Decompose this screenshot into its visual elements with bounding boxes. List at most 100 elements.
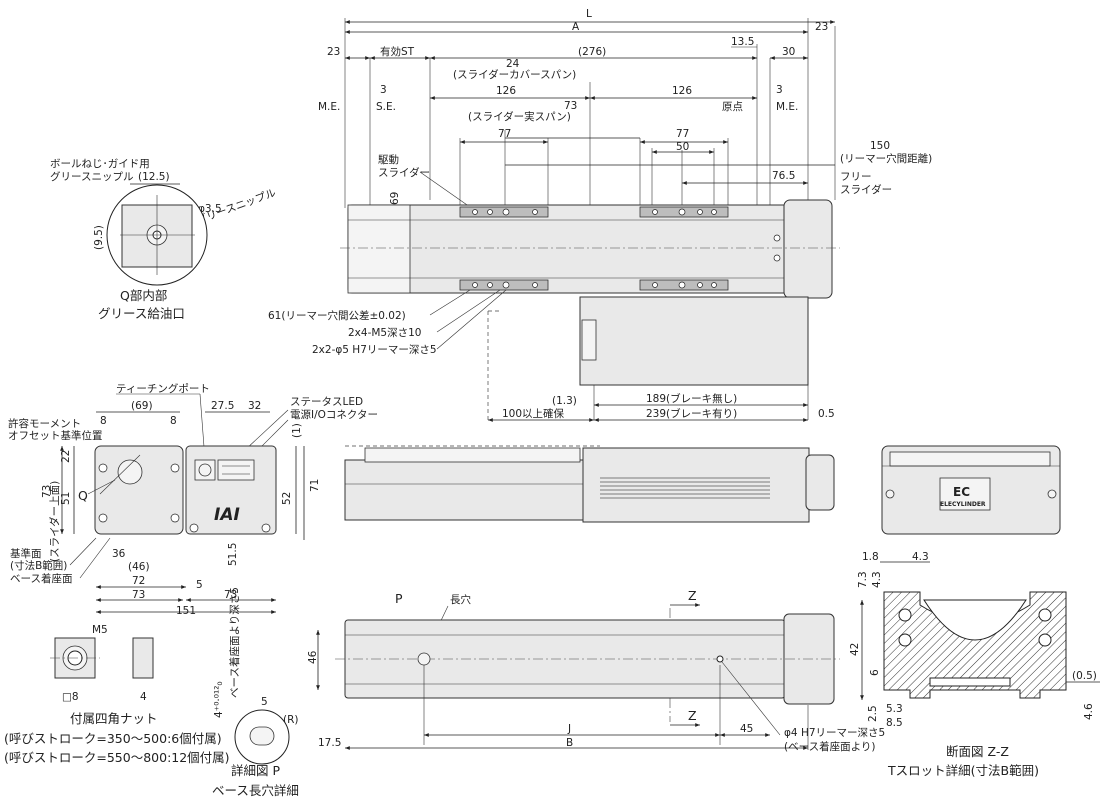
ev-logo-iai: IAI: [214, 505, 240, 525]
p-subtitle: ベース長穴詳細: [212, 783, 299, 798]
bv-dim-j: J: [567, 723, 571, 735]
ev-dim-51-5: 51.5: [227, 543, 239, 566]
dim-0-5: 0.5: [818, 408, 835, 420]
label-drive-slider-1: 駆動: [378, 153, 399, 166]
ev-dim-51: 51: [60, 492, 72, 505]
ev-dim-72: 72: [132, 575, 145, 587]
sz-dim-1-8: 1.8: [862, 551, 879, 563]
q-title-1: Q部内部: [120, 288, 167, 303]
bv-label-p: P: [395, 591, 403, 606]
bv-dim-46: 46: [307, 650, 319, 664]
ev-power-io: 電源I/Oコネクター: [290, 408, 378, 421]
dim-77b: 77: [676, 128, 689, 140]
sz-dim-42: 42: [849, 643, 861, 656]
sz-dim-4-6: 4.6: [1083, 703, 1095, 720]
label-me-left: M.E.: [318, 101, 340, 113]
dim-1-3: (1.3): [552, 395, 577, 407]
ev-dim-8a: 8: [100, 415, 107, 427]
ev-base-face: ベース着座面: [10, 572, 72, 585]
p-dim-5: 5: [261, 696, 268, 708]
dim-3a: 3: [380, 84, 387, 96]
sz-dim-8-5: 8.5: [886, 717, 903, 729]
logo-brand: ELECYLINDER: [940, 501, 986, 508]
ev-dim-27-5: 27.5: [211, 400, 234, 412]
dim-73: 73: [564, 100, 577, 112]
dim-l: L: [586, 8, 592, 20]
bv-phi4-2: (ベース着座面より): [784, 740, 875, 753]
nut-dim-4: 4: [140, 691, 147, 703]
bv-z-bottom: Z: [688, 708, 697, 723]
label-free-slider-2: スライダー: [840, 183, 892, 196]
q-label-nipple-1: ボールねじ･ガイド用: [50, 158, 150, 170]
nut-dim-8: □8: [62, 691, 79, 703]
bv-dim-17-5: 17.5: [318, 737, 341, 749]
p-depth: ベース着座面より深さ5: [228, 587, 241, 698]
nut-line-1: (呼びストローク=350～500:6個付属): [4, 731, 222, 746]
ev-status-led: ステータスLED: [290, 396, 363, 408]
ev-moment-ref-1: 許容モーメント: [8, 417, 81, 430]
ev-dim-8b: 8: [170, 415, 177, 427]
dim-secure: 100以上確保: [502, 407, 565, 420]
q-dim-9-5: (9.5): [93, 225, 105, 250]
ev-dim-71: 71: [309, 479, 321, 492]
sz-dim-4-3b: 4.3: [871, 571, 883, 588]
dim-23a: 23: [327, 46, 340, 58]
label-origin: 原点: [722, 101, 743, 113]
sz-subtitle: Tスロット詳細(寸法B範囲): [887, 763, 1039, 778]
dim-real-span: (スライダー実スパン): [468, 110, 571, 123]
square-nut: M5 □8 4 付属四角ナット (呼びストローク=350～500:6個付属) (…: [4, 624, 230, 765]
nut-m5: M5: [92, 624, 108, 636]
ev-moment-ref-2: オフセット基準位置: [8, 429, 103, 442]
dim-reamer-pitch: (リーマー穴間距離): [840, 152, 932, 165]
ev-dim-73: 73: [41, 485, 53, 498]
dim-126b: 126: [672, 85, 692, 97]
sz-dim-7-3: 7.3: [857, 571, 869, 588]
ev-ref-face-1: 基準面: [10, 547, 42, 560]
end-view: ティーチングポート (69) 27.5 32 ステータスLED 電源I/Oコネク…: [8, 382, 378, 617]
ev-dim-69: (69): [131, 400, 153, 412]
end-view-right: EC ELECYLINDER: [881, 445, 1061, 535]
ev-ref-face-2: (寸法B範囲): [10, 559, 67, 572]
dim-30: 30: [782, 46, 795, 58]
sz-dim-6: 6: [869, 669, 881, 676]
ev-dim-5: 5: [196, 579, 203, 591]
q-detail: ボールねじ･ガイド用 グリースニップル (12.5) φ3.5 グリースニップル…: [50, 158, 277, 321]
ev-dim-52: 52: [281, 492, 293, 505]
sz-dim-0-5: (0.5): [1072, 670, 1097, 682]
dim-239: 239(ブレーキ有り): [646, 407, 737, 420]
bv-z-top: Z: [688, 588, 697, 603]
dim-69: 69: [389, 192, 401, 205]
dim-276: (276): [578, 46, 606, 58]
sz-title: 断面図 Z-Z: [946, 744, 1009, 759]
label-drive-slider-2: スライダー: [378, 166, 430, 179]
dim-77a: 77: [498, 128, 511, 140]
dim-23b: 23: [815, 21, 828, 33]
q-title-2: グリース給油口: [98, 306, 185, 321]
ev-teaching-port: ティーチングポート: [116, 382, 210, 395]
bv-dim-45: 45: [740, 723, 753, 735]
dim-13-5: 13.5: [731, 36, 754, 48]
ev-dim-22: 22: [60, 450, 72, 463]
top-view: L A 23 23 有効ST (276) 30 13.5 24 (スライダーカバ…: [268, 8, 932, 422]
sz-dim-4-3: 4.3: [912, 551, 929, 563]
label-me-right: M.E.: [776, 101, 798, 113]
p-title: 詳細図 P: [231, 763, 280, 778]
p-tol: 4⁺⁰·⁰¹²₀: [213, 681, 225, 718]
q-dim-phi3-5: φ3.5: [198, 203, 222, 215]
dim-150: 150: [870, 140, 890, 152]
bv-label-slot: 長穴: [450, 593, 471, 606]
dim-cover-span: (スライダーカバースパン): [453, 68, 576, 81]
dim-stroke: 有効ST: [380, 45, 415, 58]
label-se: S.E.: [376, 101, 396, 113]
bv-phi4-1: φ4 H7リーマー深さ5: [784, 727, 885, 739]
ev-dim-32: 32: [248, 400, 261, 412]
dim-m5: 2x4-M5深さ10: [348, 327, 421, 339]
dim-76-5: 76.5: [772, 170, 795, 182]
dim-50: 50: [676, 141, 689, 153]
dim-3b: 3: [776, 84, 783, 96]
q-label-nipple-2: グリースニップル: [50, 170, 133, 183]
dim-126a: 126: [496, 85, 516, 97]
bottom-view: P 長穴 Z Z 46 J 45 B 17.5 φ4 H7リーマー深さ5 (ベー…: [307, 588, 885, 753]
dim-reamer-tol: 61(リーマー穴間公差±0.02): [268, 309, 406, 322]
